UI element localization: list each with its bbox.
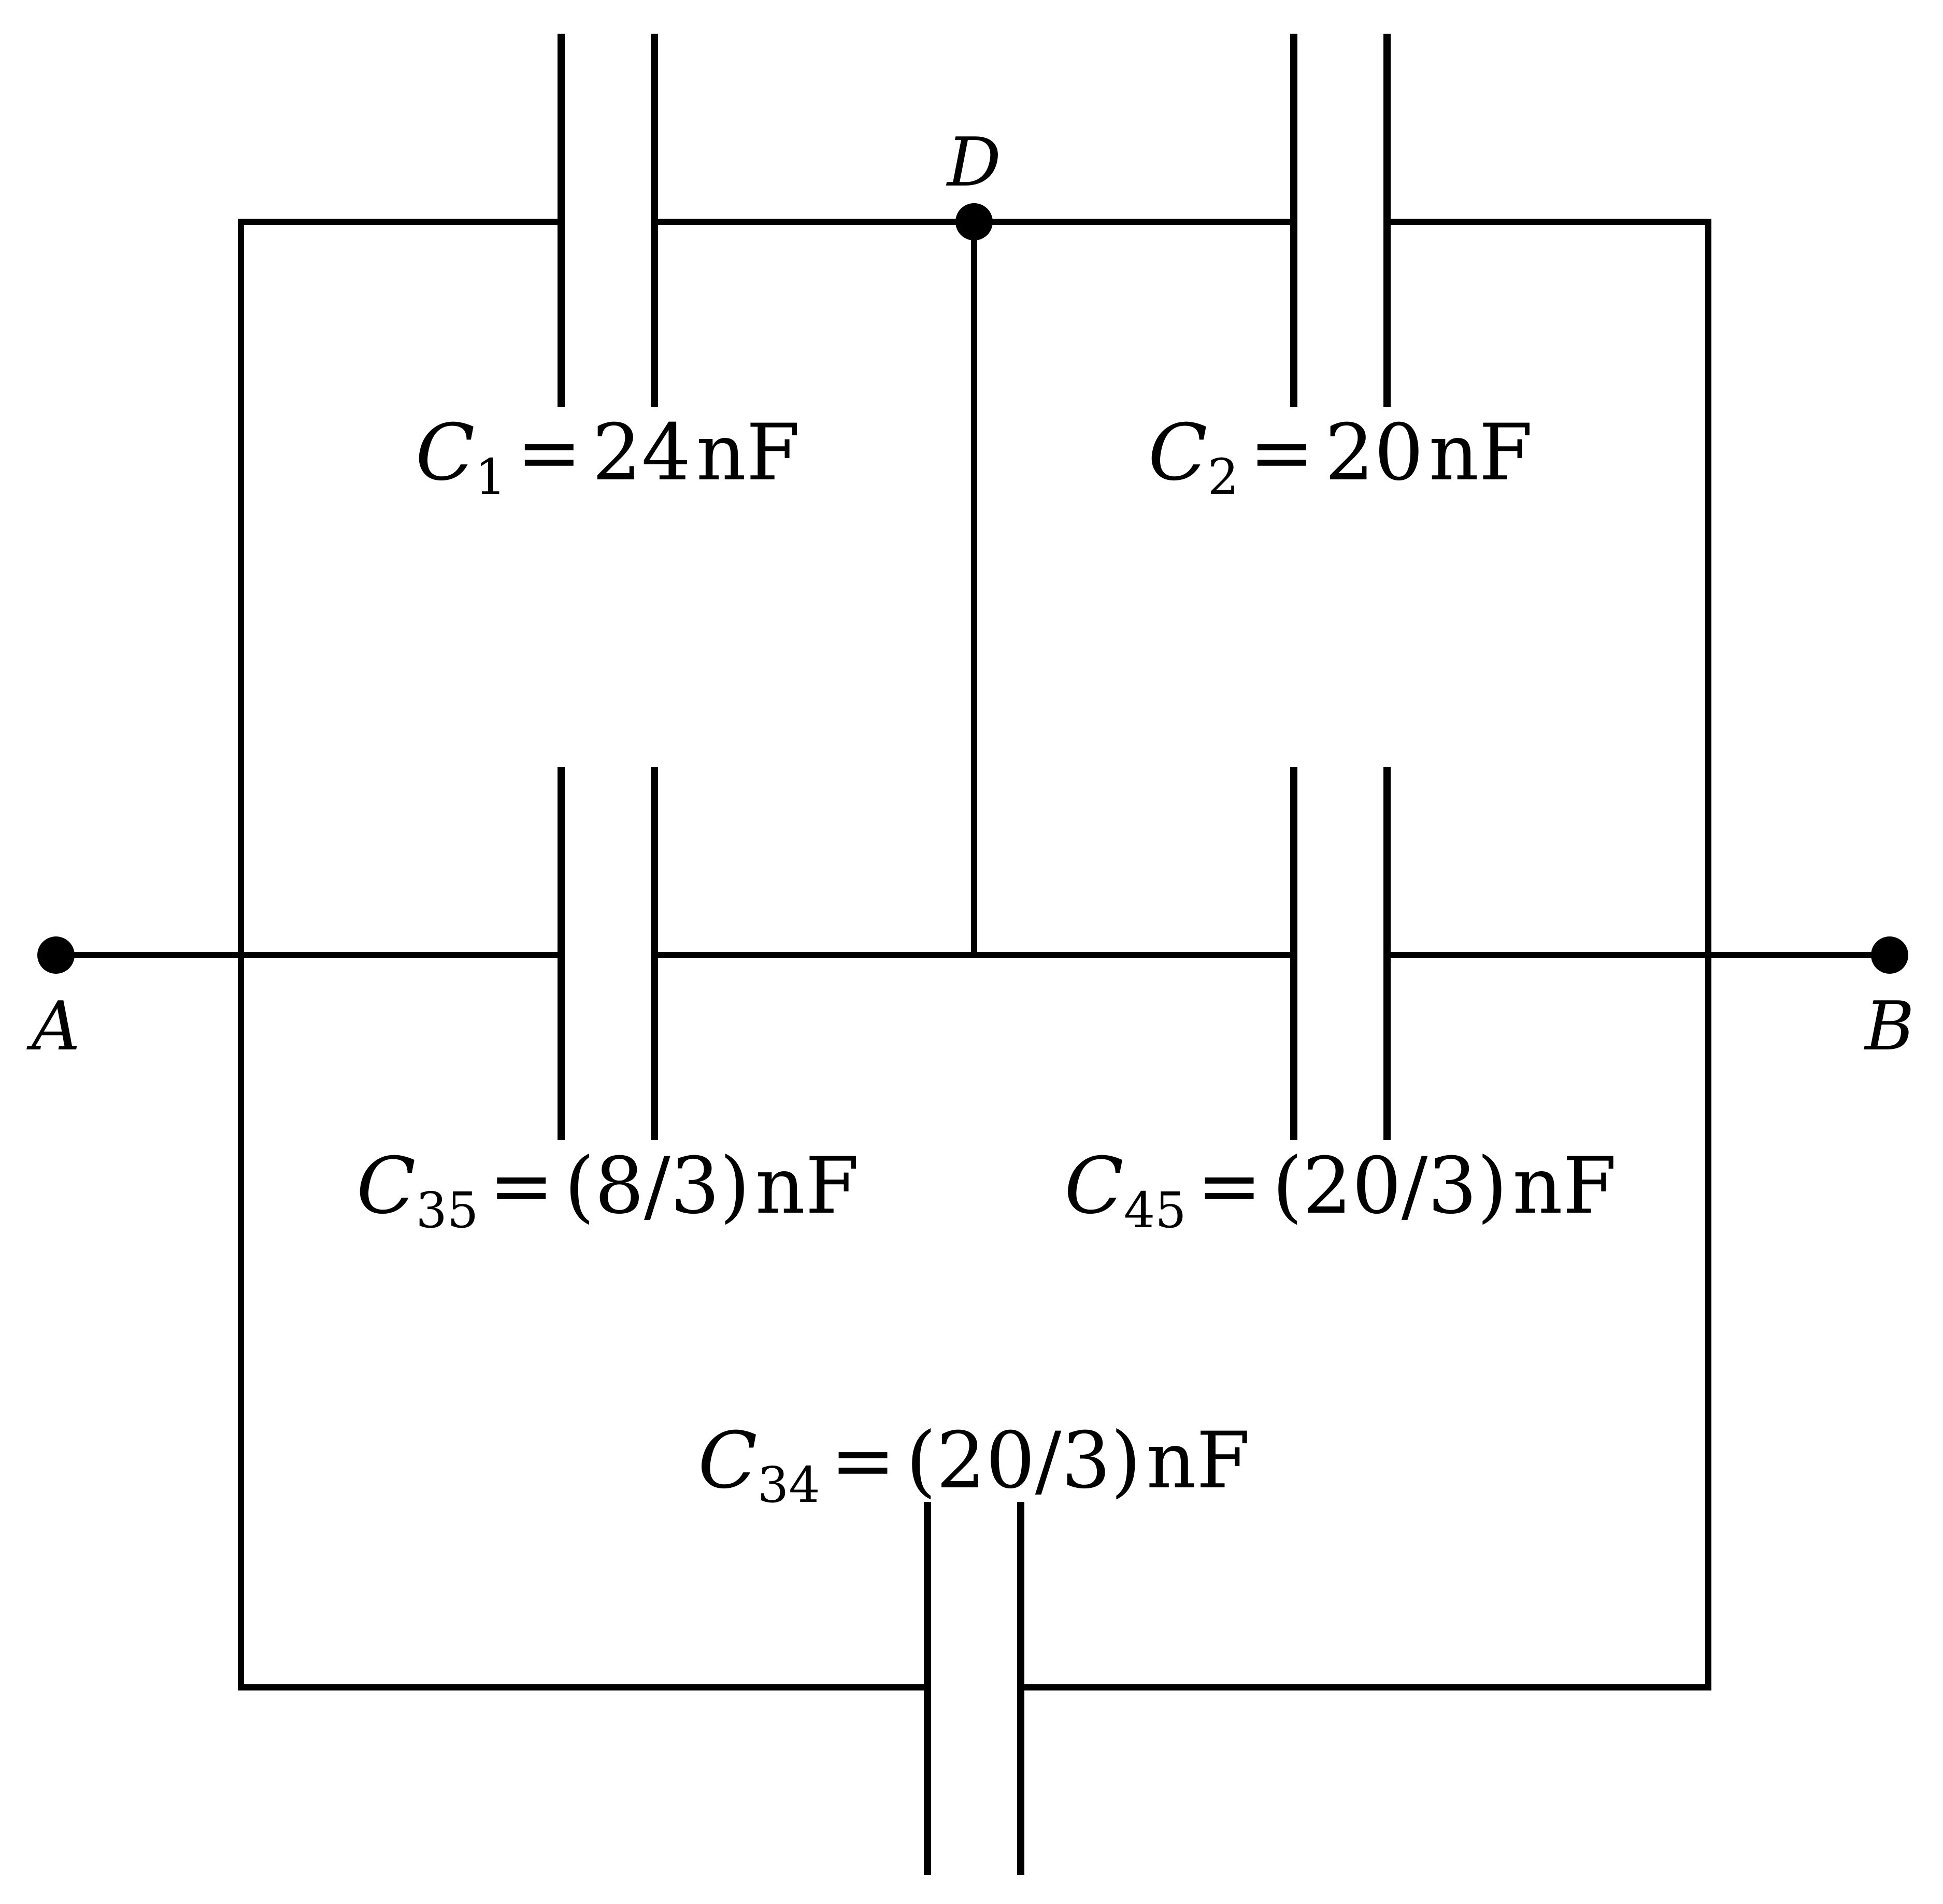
capacitor-c2-symbol: C	[1148, 408, 1208, 498]
capacitor-c2	[1290, 34, 1391, 407]
capacitor-c34-subscript: 34	[758, 1457, 820, 1514]
capacitor-c34	[924, 1502, 1024, 1875]
capacitor-c1	[558, 34, 658, 407]
capacitor-c45-value: (20/3)	[1272, 1141, 1507, 1231]
capacitor-c34-label: C34=(20/3)nF	[698, 1416, 1250, 1514]
capacitor-c35	[558, 767, 658, 1140]
capacitor-c35-equals: =	[489, 1141, 554, 1231]
node-d-dot	[955, 203, 993, 240]
node-b-label: B	[1864, 987, 1915, 1065]
capacitor-c34-symbol: C	[698, 1416, 758, 1506]
capacitor-c45-symbol: C	[1064, 1141, 1124, 1231]
capacitor-c2-unit: nF	[1429, 408, 1533, 498]
capacitor-c45-equals: =	[1197, 1141, 1262, 1231]
capacitor-c45	[1290, 767, 1391, 1140]
capacitor-c2-label: C2=20nF	[1148, 408, 1533, 506]
node-b-dot	[1871, 936, 1908, 974]
capacitor-c34-value: (20/3)	[906, 1416, 1141, 1506]
node-a-label: A	[26, 987, 80, 1065]
capacitor-c45-label: C45=(20/3)nF	[1064, 1141, 1617, 1239]
capacitor-c35-subscript: 35	[416, 1182, 479, 1239]
capacitor-c34-equals: =	[831, 1416, 896, 1506]
capacitor-c34-unit: nF	[1146, 1416, 1250, 1506]
capacitor-c45-subscript: 45	[1124, 1182, 1187, 1239]
capacitor-c1-subscript: 1	[475, 449, 506, 506]
capacitor-c35-label: C35=(8/3)nF	[356, 1141, 860, 1239]
capacitor-c1-equals: =	[517, 408, 582, 498]
capacitor-c2-value: 20	[1325, 408, 1424, 498]
capacitor-c35-value: (8/3)	[564, 1141, 750, 1231]
capacitor-c35-symbol: C	[356, 1141, 416, 1231]
capacitor-c1-unit: nF	[696, 408, 801, 498]
capacitor-c1-value: 24	[592, 408, 691, 498]
capacitor-c1-symbol: C	[416, 408, 475, 498]
capacitor-c35-unit: nF	[755, 1141, 860, 1231]
capacitor-c1-label: C1=24nF	[416, 408, 800, 506]
capacitor-c2-subscript: 2	[1208, 449, 1239, 506]
capacitor-c2-equals: =	[1249, 408, 1315, 498]
node-d-label: D	[946, 123, 1001, 202]
capacitor-c45-unit: nF	[1512, 1141, 1617, 1231]
wiring	[56, 219, 1890, 1690]
node-a-dot	[37, 936, 75, 974]
